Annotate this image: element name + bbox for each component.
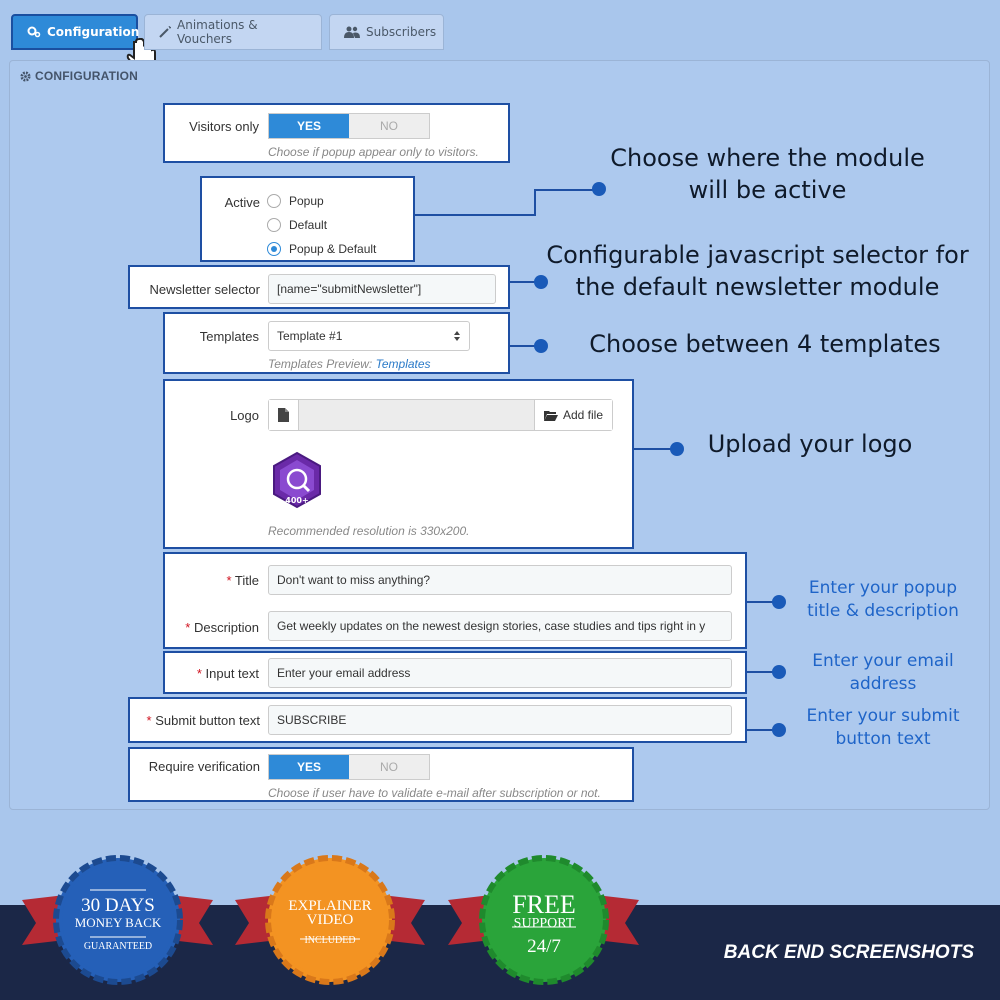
connector-dot xyxy=(534,275,548,289)
no-option[interactable]: NO xyxy=(380,119,398,133)
input-text-group: * Input text Enter your email address xyxy=(163,651,747,694)
templates-select[interactable]: Template #1 xyxy=(268,321,470,351)
annotation-templates: Choose between 4 templates xyxy=(589,330,941,358)
description-label: * Description xyxy=(185,620,259,635)
radio-button-checked[interactable] xyxy=(267,242,281,256)
connector-line xyxy=(747,729,777,731)
templates-group: Templates Template #1 Templates Preview:… xyxy=(163,312,510,374)
badge-seal-money-back xyxy=(53,855,183,985)
templates-label: Templates xyxy=(199,329,259,344)
connector-dot xyxy=(772,665,786,679)
input-text-input[interactable]: Enter your email address xyxy=(268,658,732,688)
description-input[interactable]: Get weekly updates on the newest design … xyxy=(268,611,732,641)
no-option[interactable]: NO xyxy=(380,760,398,774)
badge-explainer-video: EXPLAINER VIDEO INCLUDED xyxy=(288,898,372,946)
badge-free-support: FREE SUPPORT 24/7 xyxy=(512,890,576,957)
logo-label: Logo xyxy=(230,408,259,423)
connector-line xyxy=(747,671,777,673)
active-group: Active Popup Default Popup & Default xyxy=(200,176,415,262)
newsletter-selector-input[interactable]: [name="submitNewsletter"] xyxy=(268,274,496,304)
connector-line xyxy=(510,345,538,347)
badge-seal-support xyxy=(479,855,609,985)
gears-icon xyxy=(27,26,41,38)
badge-seal-explainer xyxy=(265,855,395,985)
add-file-button[interactable]: Add file xyxy=(534,400,612,430)
newsletter-selector-label: Newsletter selector xyxy=(149,282,260,297)
active-option-popup[interactable]: Popup xyxy=(267,194,324,208)
title-description-group: * Title Don't want to miss anything? * D… xyxy=(163,552,747,649)
require-verification-label: Require verification xyxy=(148,759,260,774)
tab-label: Subscribers xyxy=(366,25,437,39)
tab-configuration[interactable]: Configuration xyxy=(11,14,140,50)
logo-group: Logo Add file 400+ Recommended resolutio… xyxy=(163,379,634,549)
connector-line xyxy=(534,189,598,191)
radio-button[interactable] xyxy=(267,218,281,232)
visitors-only-switch[interactable]: YES NO xyxy=(268,113,430,139)
badges-graphic xyxy=(22,855,639,985)
visitors-only-group: Visitors only YES NO Choose if popup app… xyxy=(163,103,510,163)
radio-button[interactable] xyxy=(267,194,281,208)
panel-title: CONFIGURATION xyxy=(20,69,138,83)
select-arrows-icon xyxy=(454,331,460,341)
connector-line xyxy=(747,601,777,603)
wand-icon xyxy=(159,26,171,38)
annotation-logo: Upload your logo xyxy=(707,430,913,458)
connector-line xyxy=(534,189,536,216)
footer-label: BACK END SCREENSHOTS xyxy=(723,942,974,963)
submit-button-text-label: * Submit button text xyxy=(146,713,260,728)
visitors-only-label: Visitors only xyxy=(189,119,259,134)
require-verification-group: Require verification YES NO Choose if us… xyxy=(128,747,634,802)
connector-line xyxy=(634,448,674,450)
file-icon xyxy=(278,408,289,422)
gear-icon xyxy=(20,70,31,82)
logo-preview-image: 400+ xyxy=(273,451,321,509)
tab-label: Animations & Vouchers xyxy=(177,18,258,46)
connector-dot xyxy=(592,182,606,196)
connector-dot xyxy=(670,442,684,456)
tab-label: Configuration xyxy=(47,25,140,39)
active-label: Active xyxy=(224,195,260,210)
title-input[interactable]: Don't want to miss anything? xyxy=(268,565,732,595)
require-verification-help: Choose if user have to validate e-mail a… xyxy=(268,786,601,800)
users-icon xyxy=(344,26,360,38)
tab-subscribers[interactable]: Subscribers xyxy=(329,14,444,50)
connector-dot xyxy=(772,595,786,609)
connector-dot xyxy=(772,723,786,737)
folder-open-icon xyxy=(543,410,558,421)
yes-option[interactable]: YES xyxy=(269,755,349,779)
input-text-label: * Input text xyxy=(196,666,259,681)
require-verification-switch[interactable]: YES NO xyxy=(268,754,430,780)
logo-file-input[interactable]: Add file xyxy=(268,399,613,431)
submit-button-text-input[interactable]: SUBSCRIBE xyxy=(268,705,732,735)
logo-help: Recommended resolution is 330x200. xyxy=(268,524,470,538)
yes-option[interactable]: YES xyxy=(269,114,349,138)
title-label: * Title xyxy=(226,573,259,588)
tab-animations-vouchers[interactable]: Animations & Vouchers xyxy=(144,14,322,50)
visitors-only-help: Choose if popup appear only to visitors. xyxy=(268,145,479,159)
connector-dot xyxy=(534,339,548,353)
templates-help: Templates Preview: Templates xyxy=(268,357,431,371)
active-option-default[interactable]: Default xyxy=(267,218,327,232)
templates-preview-link[interactable]: Templates xyxy=(375,357,431,371)
active-option-popup-default[interactable]: Popup & Default xyxy=(267,242,376,256)
svg-text:400+: 400+ xyxy=(285,496,308,505)
submit-button-text-group: * Submit button text SUBSCRIBE xyxy=(128,697,747,743)
newsletter-selector-group: Newsletter selector [name="submitNewslet… xyxy=(128,265,510,309)
connector-line xyxy=(510,281,538,283)
connector-line xyxy=(415,214,535,216)
badge-money-back: 30 DAYS MONEY BACK GUARANTEED xyxy=(74,895,162,952)
